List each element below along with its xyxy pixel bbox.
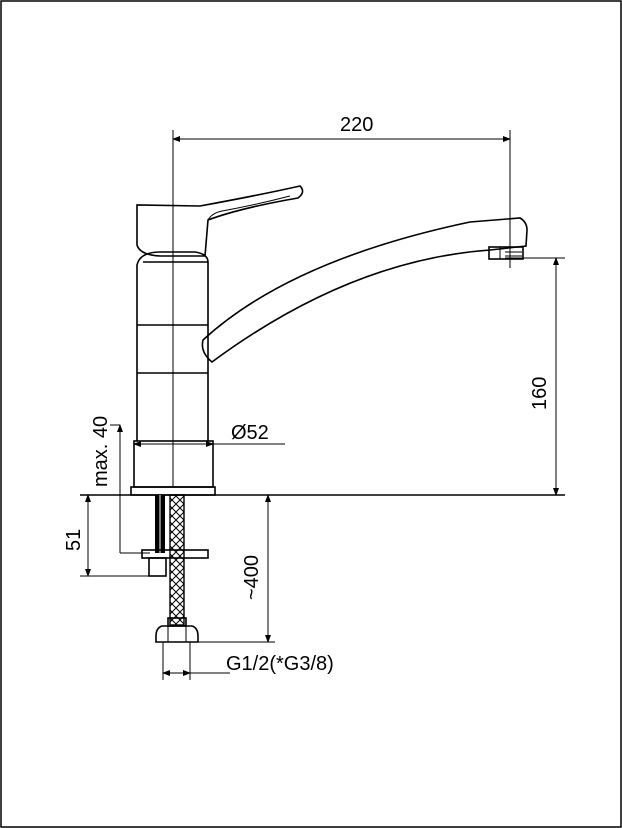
lever-groove [207,195,291,221]
dimension-connection: G1/2(*G3/8) [162,642,334,680]
hose-length-label: ~400 [241,555,263,600]
max-thickness-label: max. 40 [90,416,112,487]
column [136,251,209,441]
height-label: 160 [529,377,551,410]
dimension-diameter: Ø52 [133,422,285,447]
connection-label: G1/2(*G3/8) [226,653,334,675]
faucet-body [130,185,528,496]
dimension-below: 51 [63,494,150,577]
aerator [488,246,524,260]
dimension-hose-length: ~400 [198,494,275,643]
diameter-label: Ø52 [231,422,269,444]
hose-connector-nut [155,625,199,643]
dimension-max-thickness: max. 40 [90,416,150,554]
spout [201,217,528,364]
below-label: 51 [63,529,85,551]
nut [148,557,167,577]
mounting-assembly [141,494,209,643]
lever-handle [136,185,304,257]
dimension-width: 220 [172,114,511,268]
base-ring [130,486,216,496]
braided-hose [169,494,185,626]
width-label: 220 [340,114,373,136]
dimension-height: 160 [505,257,565,496]
